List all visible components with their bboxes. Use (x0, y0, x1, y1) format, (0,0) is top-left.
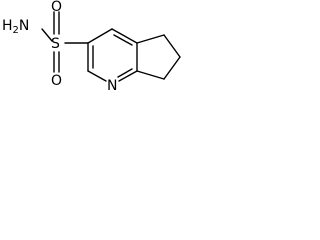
bond-c4a-c5 (136, 34, 165, 44)
bond-c6-c7 (163, 56, 181, 80)
oxygen-bottom-label: O (51, 73, 62, 89)
amine-label: H2N (2, 18, 29, 36)
bonds (41, 11, 181, 82)
bond-s-nh2 (41, 28, 53, 42)
bond-c4-c4a-inner (113, 34, 133, 46)
bond-c7-c7a (136, 70, 165, 80)
ring-nitrogen-label: N (107, 78, 117, 94)
sulfur-label: S (51, 36, 60, 52)
oxygen-top-label: O (51, 0, 62, 15)
bond-c7a-n1 (118, 70, 138, 82)
bond-c7a-n1-inner (117, 68, 133, 78)
bond-c4-c4a (111, 28, 138, 44)
atom-labels: H2N S O O N (2, 0, 117, 94)
bond-c3-c4 (87, 28, 113, 44)
bond-c5-c6 (163, 34, 181, 58)
chemical-structure: H2N S O O N (2, 0, 181, 94)
bond-n1-c2 (87, 70, 107, 82)
